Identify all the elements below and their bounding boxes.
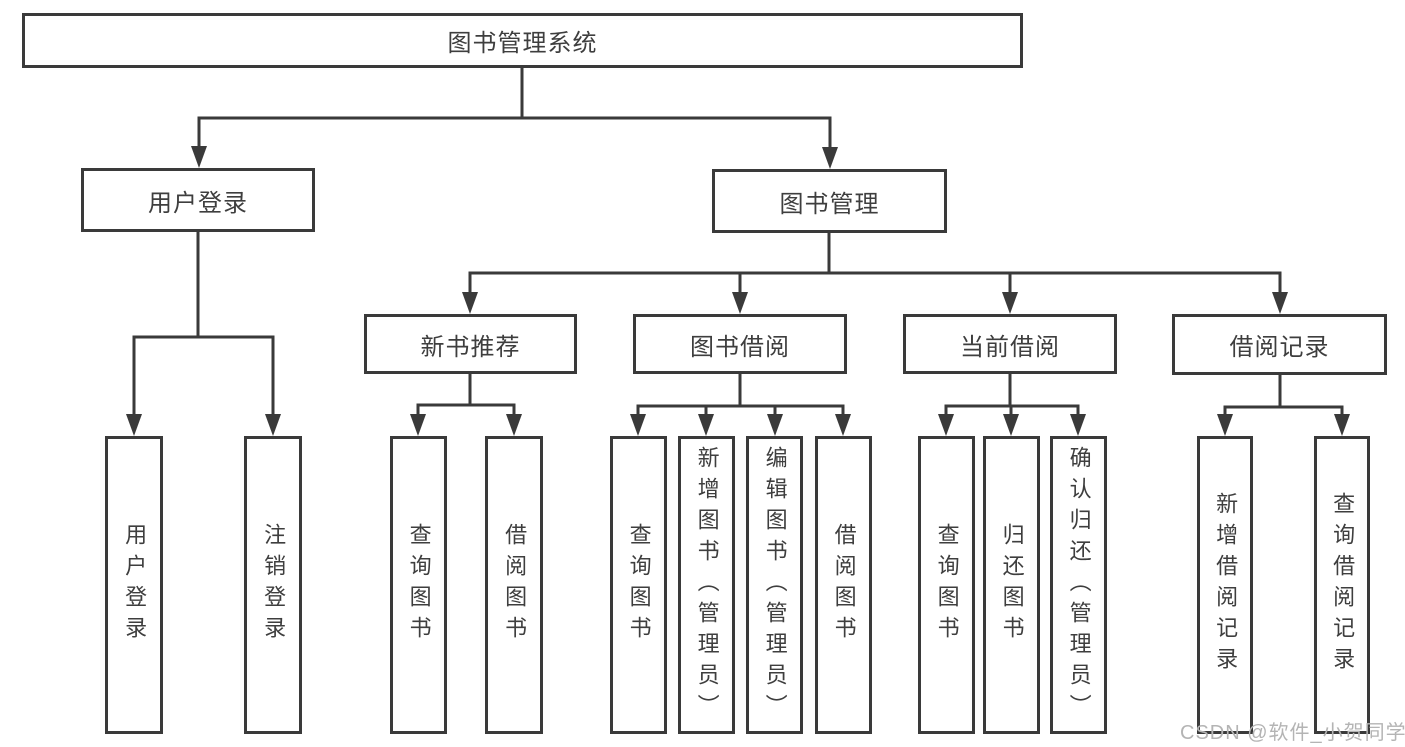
node-query-borrow-record-label: 查询借阅记录 xyxy=(1330,492,1356,678)
node-add-borrow-record-label: 新增借阅记录 xyxy=(1213,492,1239,678)
node-user-login: 用户登录 xyxy=(81,168,315,232)
node-book-borrowing: 图书借阅 xyxy=(633,314,847,374)
node-add-borrow-record: 新增借阅记录 xyxy=(1197,436,1253,734)
node-confirm-return-admin-label: 确认归还（管理员） xyxy=(1066,445,1092,725)
node-return-books-label: 归还图书 xyxy=(999,523,1025,647)
node-borrow-books-1: 借阅图书 xyxy=(485,436,543,734)
node-query-books-3: 查询图书 xyxy=(918,436,975,734)
node-logout-label: 注销登录 xyxy=(261,523,287,647)
node-borrowing-records: 借阅记录 xyxy=(1172,314,1387,375)
node-query-books-2: 查询图书 xyxy=(610,436,667,734)
node-query-books-2-label: 查询图书 xyxy=(626,523,652,647)
node-logout: 注销登录 xyxy=(244,436,302,734)
node-confirm-return-admin: 确认归还（管理员） xyxy=(1050,436,1107,734)
csdn-watermark: CSDN @软件_小贺同学 xyxy=(1180,722,1405,744)
node-edit-book-admin-label: 编辑图书（管理员） xyxy=(762,445,788,725)
node-add-book-admin-label: 新增图书（管理员） xyxy=(694,445,720,725)
node-edit-book-admin: 编辑图书（管理员） xyxy=(746,436,803,734)
node-borrow-books-1-label: 借阅图书 xyxy=(502,523,528,647)
node-add-book-admin: 新增图书（管理员） xyxy=(678,436,735,734)
node-current-borrowing: 当前借阅 xyxy=(903,314,1117,374)
node-return-books: 归还图书 xyxy=(983,436,1040,734)
node-user-login-leaf-label: 用户登录 xyxy=(122,523,148,647)
node-query-books-1: 查询图书 xyxy=(390,436,447,734)
node-query-books-3-label: 查询图书 xyxy=(934,523,960,647)
node-query-borrow-record: 查询借阅记录 xyxy=(1314,436,1370,734)
node-book-management: 图书管理 xyxy=(712,169,947,233)
node-query-books-1-label: 查询图书 xyxy=(406,523,432,647)
node-user-login-leaf: 用户登录 xyxy=(105,436,163,734)
node-borrow-books-2: 借阅图书 xyxy=(815,436,872,734)
node-book-management-system: 图书管理系统 xyxy=(22,13,1023,68)
node-new-book-recommendation: 新书推荐 xyxy=(364,314,577,374)
node-borrow-books-2-label: 借阅图书 xyxy=(831,523,857,647)
